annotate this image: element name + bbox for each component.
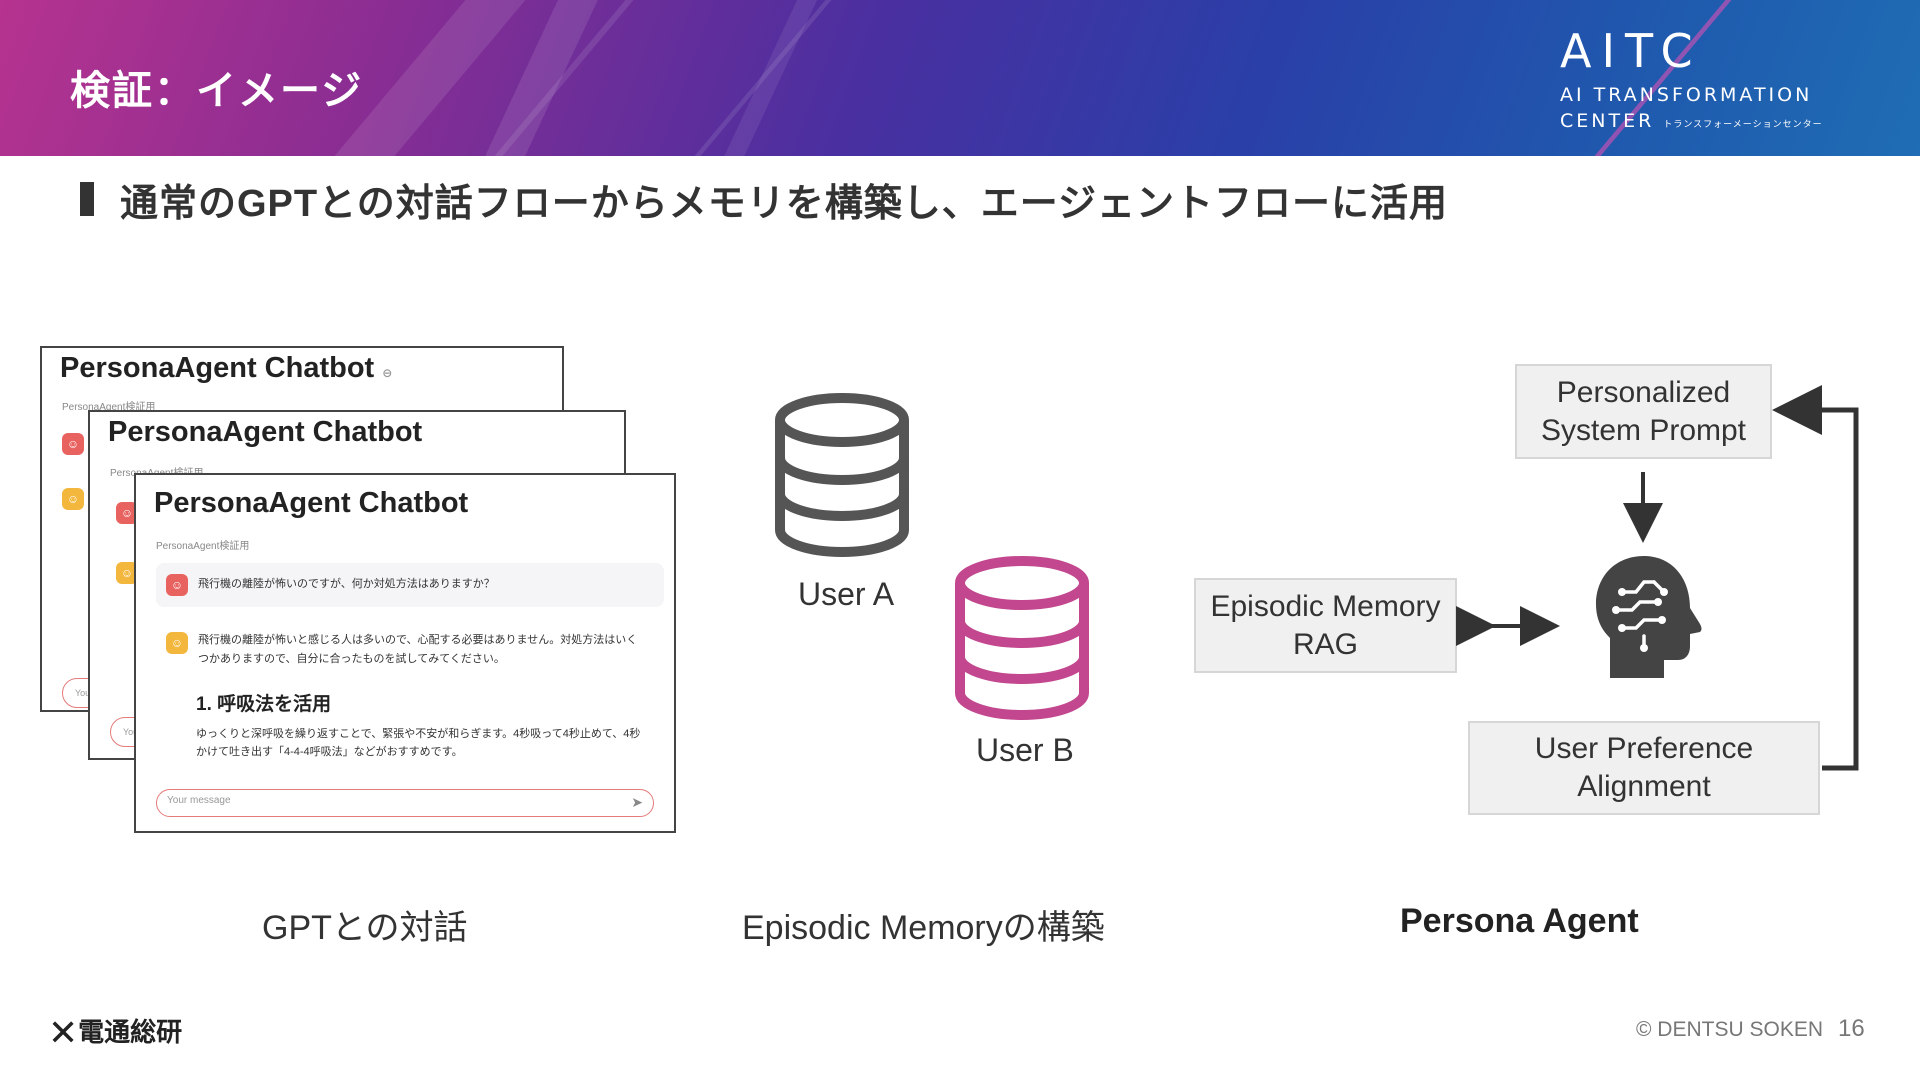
user-message-bubble: ☺ 飛行機の離陸が怖いのですが、何か対処方法はありますか？ [156,563,664,607]
bot-message-body2: かけて吐き出す「4-4-4呼吸法」などがおすすめです。 [196,746,463,758]
user-avatar-icon: ☺ [166,574,188,596]
bot-message-body1: ゆっくりと深呼吸を繰り返すことで、緊張や不安が和らぎます。4秒吸って4秒止めて、… [196,728,641,740]
user-message-text: 飛行機の離陸が怖いのですが、何か対処方法はありますか？ [198,578,495,590]
send-icon[interactable]: ➤ [631,794,643,810]
episodic-rag-line1: Episodic Memory [1210,589,1441,623]
bot-message-line2: つかありますので、自分に合ったものを試してみてください。 [198,653,505,665]
user-preference-line1: User Preference [1534,732,1754,765]
user-b-label: User B [976,732,1074,768]
bot-message-line1: 飛行機の離陸が怖いと感じる人は多いので、心配する必要はありません。対処方法はいく [198,634,638,646]
arrow-feedback-loop [1772,385,1859,771]
logo-line2: CENTER トランスフォーメーションセンター [1560,110,1823,132]
ai-brain-head-icon [1596,556,1702,678]
user-avatar-icon: ☺ [116,502,138,524]
logo-line2-small: トランスフォーメーションセンター [1663,120,1823,130]
user-preference-line2: Alignment [1577,770,1711,803]
page-title: 検証：イメージ [70,69,364,113]
database-icon-user-b [955,556,1089,720]
personalized-prompt-box: Personalized System Prompt [1515,364,1772,459]
page-number: 16 [1838,1015,1865,1042]
link-icon: ⊖ [382,366,393,380]
bot-avatar-icon: ☺ [166,632,188,654]
caption-gpt-dialogue: GPTとの対話 [262,909,468,947]
card-title: PersonaAgent Chatbot ⊖ [60,352,393,384]
logo-line1: AI TRANSFORMATION [1560,84,1813,106]
personalized-prompt-line1: Personalized [1556,375,1731,409]
card-title: PersonaAgent Chatbot [108,416,423,448]
logo-line2-text: CENTER [1560,110,1655,132]
message-input-placeholder: Your message [167,795,231,806]
logo-main: AITC [1560,24,1703,78]
company-x-icon: ✕ [48,1013,79,1054]
header-banner [0,0,1920,156]
slide-subtitle: 通常のGPTとの対話フローからメモリを構築し、エージェントフローに活用 [120,183,1448,225]
message-input[interactable]: Your message ➤ [156,789,654,817]
card-subtitle: PersonaAgent検証用 [62,402,156,413]
copyright: © DENTSU SOKEN [1636,1018,1824,1041]
card-title: PersonaAgent Chatbot [154,487,469,519]
footer-company-logo: ✕電通総研 [48,1012,182,1054]
footer-company-name: 電通総研 [78,1017,183,1047]
caption-episodic-memory: Episodic Memoryの構築 [742,909,1105,947]
user-avatar-icon: ☺ [62,433,84,455]
bot-avatar-icon: ☺ [116,562,138,584]
episodic-rag-line2: RAG [1292,627,1358,661]
bot-avatar-icon: ☺ [62,488,84,510]
bot-message-heading: 1. 呼吸法を活用 [196,694,332,715]
aitc-logo: AITC AI TRANSFORMATION CENTER トランスフォーメーシ… [1560,28,1823,132]
user-a-label: User A [798,576,895,612]
card-subtitle: PersonaAgent検証用 [156,541,250,552]
subtitle-marker [80,182,94,216]
user-preference-box: User Preference Alignment [1468,721,1820,815]
database-icon-user-a [775,393,909,557]
chat-card-front: PersonaAgent Chatbot PersonaAgent検証用 ☺ 飛… [134,473,676,833]
caption-persona-agent: Persona Agent [1400,902,1639,940]
personalized-prompt-line2: System Prompt [1540,413,1747,447]
episodic-rag-box: Episodic Memory RAG [1194,578,1457,673]
